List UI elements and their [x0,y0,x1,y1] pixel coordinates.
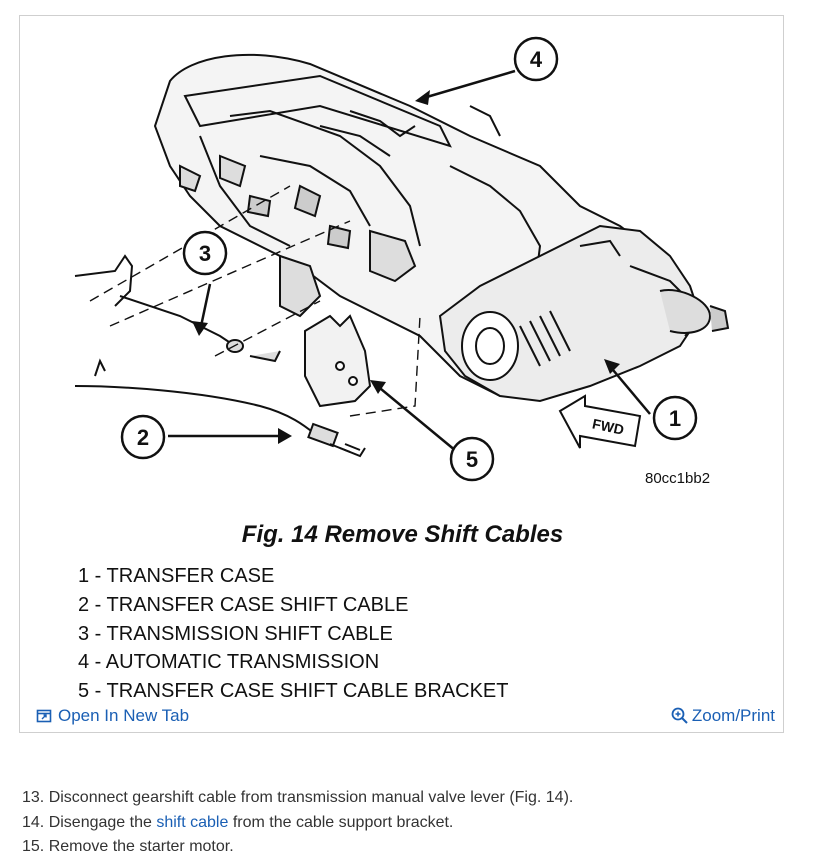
callout-2: 2 [120,414,166,460]
figure-caption: Fig. 14 Remove Shift Cables [241,521,564,548]
figure-legend: 1 - TRANSFER CASE 2 - TRANSFER CASE SHIF… [78,562,508,706]
image-code: 80cc1bb2 [645,470,710,487]
callout-2-label: 2 [137,425,149,450]
zoom-print-link[interactable]: Zoom/Print [671,706,775,726]
legend-item: 2 - TRANSFER CASE SHIFT CABLE [78,593,409,616]
step-15: 15. Remove the starter motor. [22,838,234,855]
procedure-steps: 13. Disconnect gearshift cable from tran… [22,786,573,860]
callout-1-label: 1 [669,406,681,431]
step-14: 14. Disengage the shift cable from the c… [22,811,573,836]
legend-item: 3 - TRANSMISSION SHIFT CABLE [78,622,393,645]
callout-3: 3 [182,230,228,276]
fwd-label: FWD [591,415,626,437]
callout-4: 4 [513,36,559,82]
step-14-text-start: 14. Disengage the [22,813,157,831]
figure-card: FWD [19,15,784,733]
transfer-case-drawing [438,224,730,403]
callout-5: 5 [449,436,495,482]
open-new-tab-icon [36,709,52,723]
legend-item: 1 - TRANSFER CASE [78,565,275,587]
shift-cable-bracket-drawing [304,314,372,408]
shift-cable-link[interactable]: shift cable [156,813,229,831]
zoom-print-label: Zoom/Print [691,706,775,725]
open-in-new-tab-label: Open In New Tab [58,706,190,725]
step-13: 13. Disconnect gearshift cable from tran… [22,789,574,806]
callout-3-label: 3 [199,241,211,266]
transfer-case-shift-cable-drawing [74,358,366,458]
step-14-text-end: from the cable support bracket. [228,813,454,831]
legend-item: 4 - AUTOMATIC TRANSMISSION [78,651,380,674]
open-in-new-tab-link[interactable]: Open In New Tab [36,706,189,726]
callout-4-label: 4 [530,47,543,72]
callout-5-label: 5 [466,447,478,472]
transmission-illustration: FWD [74,36,730,487]
zoom-icon [671,707,688,724]
callout-1: 1 [652,395,698,441]
legend-item: 5 - TRANSFER CASE SHIFT CABLE BRACKET [78,680,509,703]
fwd-arrow: FWD [558,394,642,449]
transmission-shift-cable-drawing [74,254,281,363]
arrowheads [192,90,620,444]
